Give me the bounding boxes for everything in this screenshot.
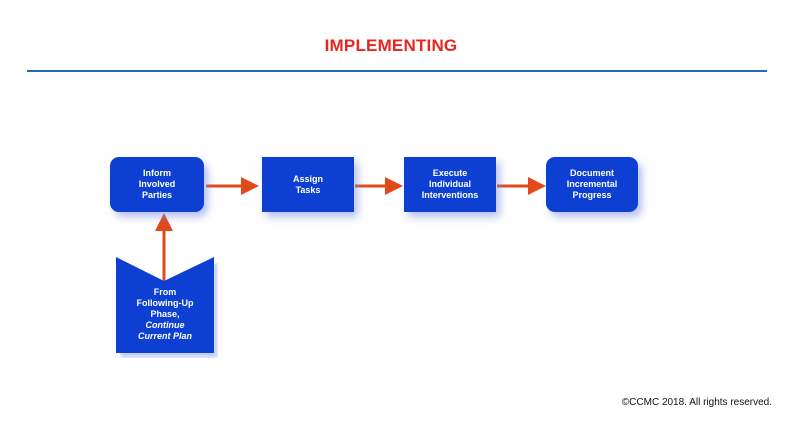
entry-from-following-up: From Following-Up Phase, Continue Curren…	[116, 257, 218, 358]
step-line: Incremental	[566, 179, 618, 189]
step-assign-tasks: Assign Tasks	[262, 157, 354, 212]
step-line: Tasks	[295, 184, 321, 195]
step-line: Inform	[142, 168, 171, 178]
title-divider	[27, 70, 767, 72]
step-line: Assign	[292, 173, 323, 184]
step-line: Execute	[432, 168, 468, 178]
step-execute-individual-interventions: Execute Individual Interventions	[404, 157, 496, 212]
step-line: Parties	[141, 190, 172, 200]
page-title: IMPLEMENTING	[324, 36, 458, 55]
entry-line: Following-Up	[136, 298, 194, 308]
entry-line-italic: Continue	[145, 320, 185, 330]
entry-text: From Following-Up Phase, Continue Curren…	[116, 287, 214, 342]
step-document-incremental-progress: Document Incremental Progress	[546, 157, 638, 212]
step-line: Progress	[572, 190, 612, 200]
entry-line-italic: Current Plan	[137, 331, 192, 341]
step-line: Involved	[138, 179, 176, 189]
step-line: Interventions	[421, 190, 479, 200]
entry-line: Phase,	[150, 309, 180, 319]
step-inform-involved-parties: Inform Involved Parties	[110, 157, 204, 212]
step-line: Individual	[428, 179, 471, 189]
entry-line: From	[153, 287, 177, 297]
copyright-notice: ©CCMC 2018. All rights reserved.	[621, 397, 772, 408]
step-line: Document	[569, 168, 614, 178]
